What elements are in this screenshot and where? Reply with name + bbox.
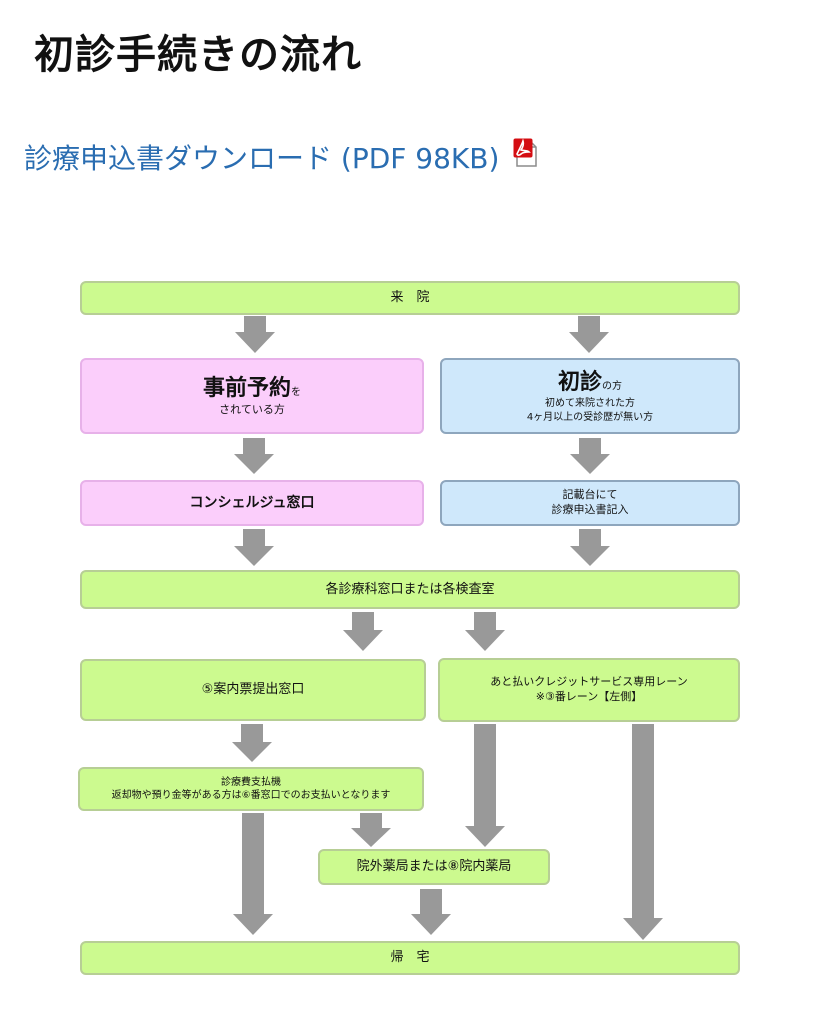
first-visit-box: 初診の方 初めて来院された方 4ヶ月以上の受診歴が無い方 bbox=[440, 358, 740, 434]
appointment-title-suffix: を bbox=[291, 386, 301, 398]
arrow-down-icon bbox=[235, 316, 275, 353]
ticket-window-box: ⑤案内票提出窓口 bbox=[80, 659, 426, 721]
deferred-payment-line1: あと払いクレジットサービス専用レーン bbox=[490, 675, 688, 689]
arrival-label: 来 院 bbox=[390, 290, 430, 306]
payment-machine-line1: 診療費支払機 bbox=[221, 776, 281, 788]
appointment-subtitle: されている方 bbox=[219, 403, 285, 417]
page-title: 初診手続きの流れ bbox=[34, 31, 362, 78]
departments-box: 各診療科窓口または各検査室 bbox=[80, 570, 740, 609]
deferred-payment-line2: ※③番レーン【左側】 bbox=[535, 690, 643, 703]
pharmacy-box: 院外薬局または⑧院内薬局 bbox=[318, 849, 550, 885]
first-visit-line1: 初めて来院された方 bbox=[545, 398, 635, 410]
payment-machine-line2: 返却物や預り金等がある方は⑥番窓口でのお支払いとなります bbox=[111, 790, 391, 801]
appointment-title: 事前予約 bbox=[202, 375, 291, 401]
pharmacy-label: 院外薬局または⑧院内薬局 bbox=[356, 859, 512, 875]
arrow-down-icon bbox=[411, 889, 451, 935]
arrow-down-icon bbox=[570, 438, 610, 474]
arrow-down-icon bbox=[343, 612, 383, 651]
arrow-down-icon bbox=[234, 529, 274, 566]
concierge-box: コンシェルジュ窓口 bbox=[80, 480, 424, 526]
first-visit-title-suffix: の方 bbox=[602, 380, 622, 392]
appointment-box: 事前予約を されている方 bbox=[80, 358, 424, 434]
arrow-down-icon bbox=[232, 724, 272, 762]
writing-desk-box: 記載台にて 診療申込書記入 bbox=[440, 480, 740, 526]
ticket-window-label: ⑤案内票提出窓口 bbox=[201, 682, 305, 698]
arrival-box: 来 院 bbox=[80, 281, 740, 315]
payment-machine-box: 診療費支払機 返却物や預り金等がある方は⑥番窓口でのお支払いとなります bbox=[78, 767, 424, 811]
arrow-down-icon bbox=[570, 529, 610, 566]
arrow-down-icon bbox=[233, 813, 273, 935]
download-form-link[interactable]: 診療申込書ダウンロード (PDF 98KB) bbox=[24, 137, 539, 177]
download-link-label: 診療申込書ダウンロード (PDF 98KB) bbox=[24, 142, 500, 175]
first-visit-line2: 4ヶ月以上の受診歴が無い方 bbox=[526, 411, 654, 423]
writing-desk-line1: 記載台にて bbox=[562, 488, 618, 502]
arrow-down-icon bbox=[465, 724, 505, 847]
arrow-down-icon bbox=[465, 612, 505, 651]
arrow-down-icon bbox=[569, 316, 609, 353]
arrow-down-icon bbox=[234, 438, 274, 474]
arrow-down-icon bbox=[623, 724, 663, 940]
deferred-payment-box: あと払いクレジットサービス専用レーン ※③番レーン【左側】 bbox=[438, 658, 740, 722]
go-home-label: 帰 宅 bbox=[390, 950, 430, 966]
writing-desk-line2: 診療申込書記入 bbox=[551, 503, 629, 516]
pdf-icon bbox=[513, 138, 539, 168]
go-home-box: 帰 宅 bbox=[80, 941, 740, 975]
arrow-down-icon bbox=[351, 813, 391, 847]
first-visit-title: 初診 bbox=[557, 369, 602, 395]
concierge-label: コンシェルジュ窓口 bbox=[189, 494, 315, 511]
departments-label: 各診療科窓口または各検査室 bbox=[325, 581, 495, 597]
